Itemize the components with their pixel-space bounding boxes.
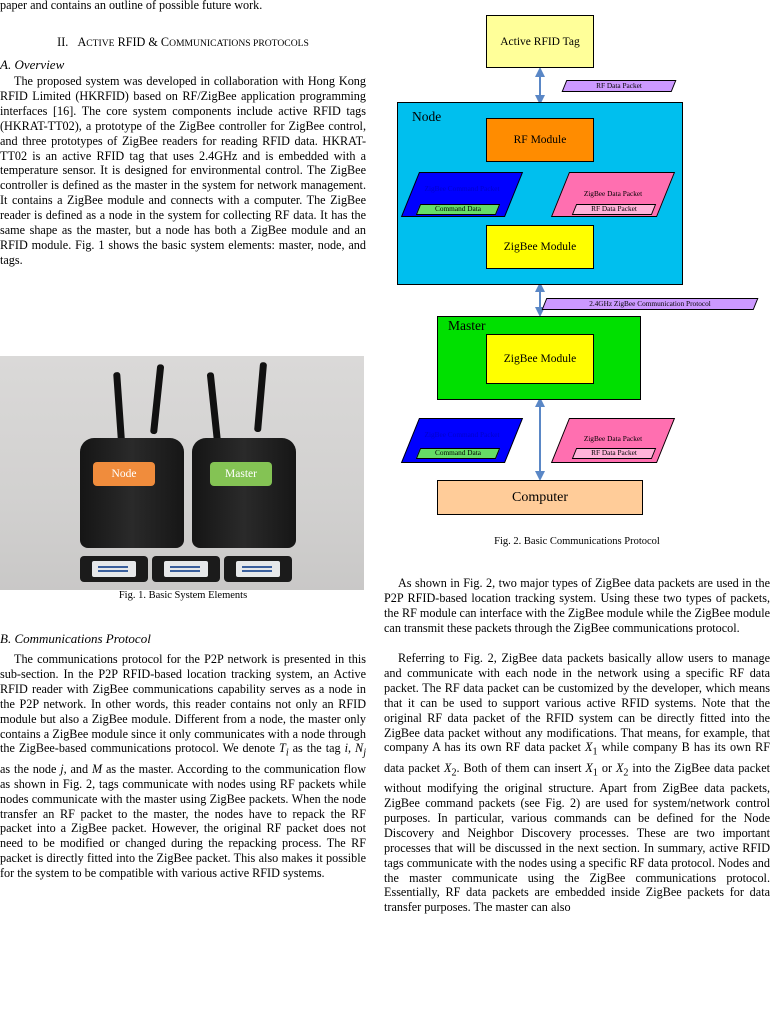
rfid-tag	[152, 556, 220, 582]
zigbee-module-master: ZigBee Module	[486, 334, 594, 384]
rfid-tag	[224, 556, 292, 582]
rf-data-in-zb-master: RF Data Packet	[571, 448, 657, 459]
fig1-photo: Node Master	[0, 356, 364, 590]
active-rfid-tag-box: Active RFID Tag	[486, 15, 594, 68]
antenna	[113, 371, 125, 443]
command-data: Command Data	[415, 204, 501, 215]
photo-label-master: Master	[210, 462, 272, 486]
right-paragraph-2: Referring to Fig. 2, ZigBee data packets…	[384, 651, 770, 915]
node-reader	[80, 438, 184, 548]
antenna	[150, 364, 165, 435]
zigbee-module-node: ZigBee Module	[486, 225, 594, 269]
zigbee-command-packet-master: ZigBee Command Packet	[400, 418, 524, 463]
intro-tail: paper and contains an outline of possibl…	[0, 0, 263, 12]
zigbee-data-packet: ZigBee Data Packet	[550, 172, 676, 217]
subsection-comm: B. Communications Protocol	[0, 631, 151, 646]
protocol-label: 2.4GHz ZigBee Communication Protocol	[541, 298, 759, 310]
fig1-caption: Fig. 1. Basic System Elements	[118, 590, 248, 601]
rf-packet-top: RF Data Packet	[561, 80, 677, 92]
zigbee-data-packet-master: ZigBee Data Packet	[550, 418, 676, 463]
photo-label-node: Node	[93, 462, 155, 486]
zigbee-command-packet: ZigBee Command Packet	[400, 172, 524, 217]
computer-box: Computer	[437, 480, 643, 515]
overview-paragraph: The proposed system was developed in col…	[0, 74, 366, 267]
node-label: Node	[412, 109, 442, 124]
antenna	[206, 372, 221, 443]
comm-paragraph: The communications protocol for the P2P …	[0, 652, 367, 881]
antenna	[254, 361, 268, 433]
rfid-tag	[80, 556, 148, 582]
fig2-caption: Fig. 2. Basic Communications Protocol	[494, 536, 660, 547]
section-heading: II. ACTIVE RFID & COMMUNICATIONS PROTOCO…	[57, 35, 309, 49]
fig2-diagram: Active RFID Tag RF Data Packet Node RF M…	[384, 0, 770, 560]
right-paragraph-1: As shown in Fig. 2, two major types of Z…	[384, 576, 770, 635]
rf-data-in-zb: RF Data Packet	[571, 204, 657, 215]
subsection-overview: A. Overview	[0, 57, 65, 72]
rf-module-box: RF Module	[486, 118, 594, 162]
master-label: Master	[448, 318, 486, 333]
command-data-master: Command Data	[415, 448, 501, 459]
master-reader	[192, 438, 296, 548]
